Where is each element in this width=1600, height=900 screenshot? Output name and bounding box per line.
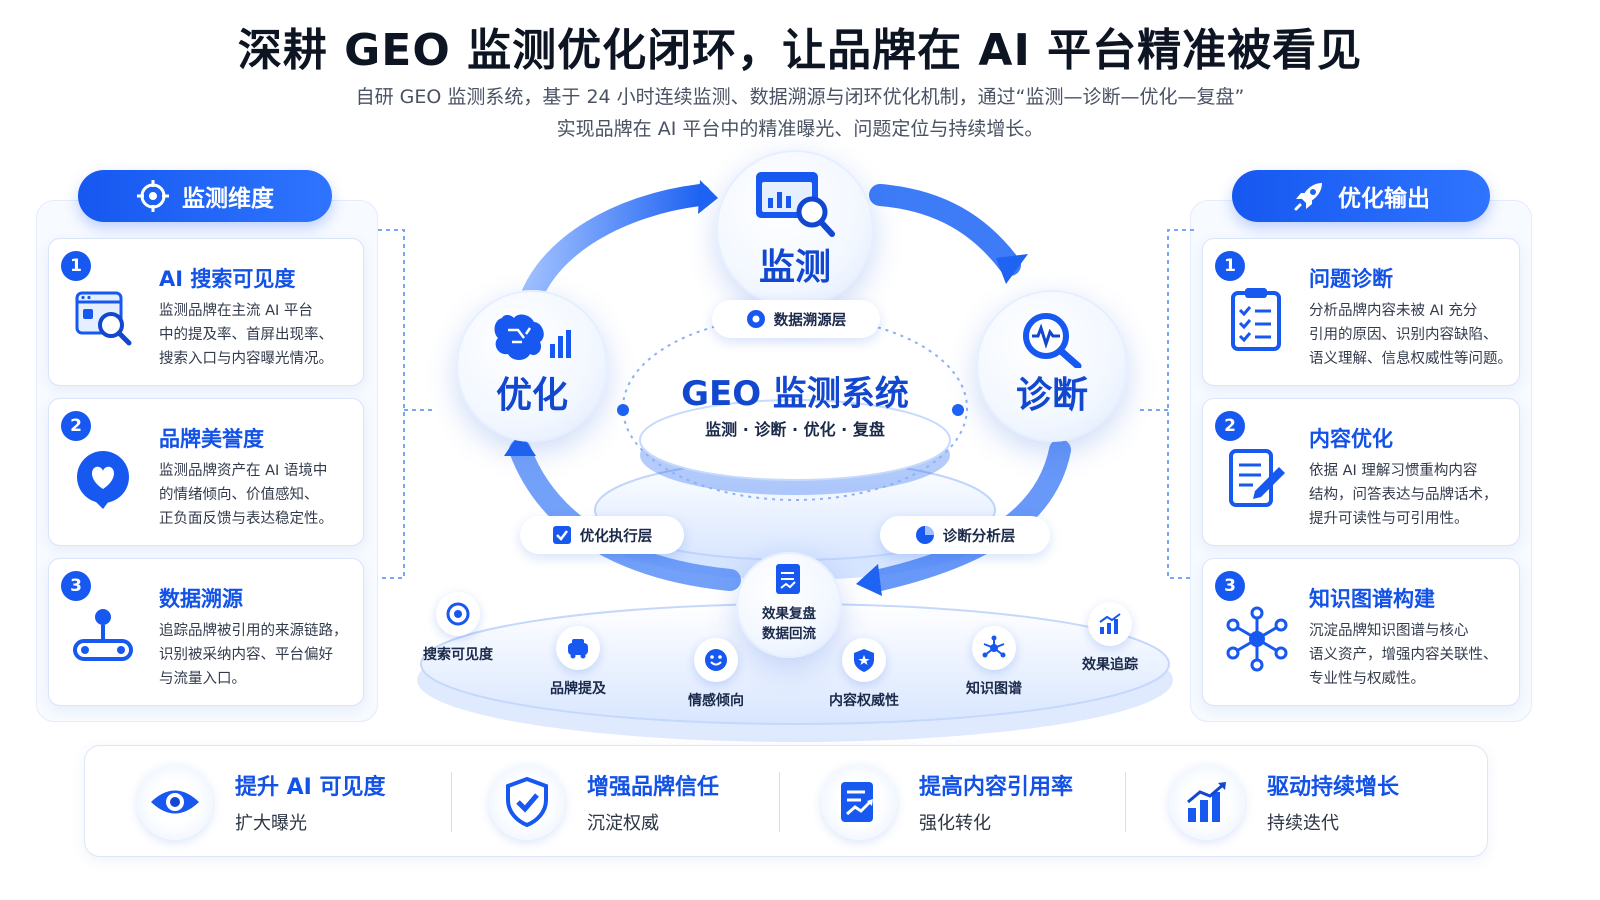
base-item-4: 内容权威性 [829, 693, 899, 709]
base-item-1: 搜索可见度 [423, 647, 493, 663]
heart-bubble-icon [69, 445, 137, 513]
left-panel-heading: 监测维度 [182, 186, 274, 212]
benefit-2: 增强品牌信任 沉淀权威 [489, 746, 719, 858]
monitor-node-label: 监测 [758, 247, 831, 288]
execute-layer-pill: 优化执行层 [520, 516, 684, 554]
benefit-2-title: 增强品牌信任 [587, 775, 720, 800]
network-graph-icon [1223, 605, 1291, 673]
left-card-3-number: 3 [61, 571, 91, 601]
checkbox-icon [552, 526, 571, 544]
divider [779, 772, 780, 832]
effect-tracking-icon [1088, 602, 1132, 646]
sentiment-icon [694, 638, 738, 682]
system-title: GEO 监测系统 [681, 374, 909, 414]
shield-check-icon [489, 764, 565, 840]
analyze-layer-pill: 诊断分析层 [880, 516, 1050, 554]
right-card-1-number: 1 [1215, 251, 1245, 281]
authority-shield-icon [842, 638, 886, 682]
left-card-2: 2 品牌美誉度 监测品牌资产在 AI 语境中的情绪倾向、价值感知、正负面反馈与表… [48, 398, 364, 546]
right-card-1-desc: 分析品牌内容未被 AI 充分引用的原因、识别内容缺陷、语义理解、信息权威性等问题… [1309, 303, 1512, 367]
divider [451, 772, 452, 832]
review-line-2: 数据回流 [762, 626, 816, 642]
brand-mention-icon [556, 626, 600, 670]
left-card-2-desc: 监测品牌资产在 AI 语境中的情绪倾向、价值感知、正负面反馈与表达稳定性。 [159, 463, 333, 527]
optimize-node: 优化 [456, 290, 608, 442]
knowledge-graph-icon [972, 626, 1016, 670]
left-card-2-number: 2 [61, 411, 91, 441]
right-card-2-title: 内容优化 [1309, 427, 1393, 451]
benefit-1: 提升 AI 可见度 扩大曝光 [137, 746, 386, 858]
execute-layer-label: 优化执行层 [579, 528, 653, 545]
right-connector [1138, 229, 1194, 579]
monitor-dimension-pill: 监测维度 [78, 170, 332, 222]
analyze-layer-label: 诊断分析层 [942, 528, 1016, 545]
left-card-3-desc: 追踪品牌被引用的来源链路，识别被采纳内容、平台偏好与流量入口。 [159, 623, 348, 687]
eye-icon [137, 764, 213, 840]
benefit-4: 驱动持续增长 持续迭代 [1169, 746, 1399, 858]
diagnose-search-wave-icon [1023, 313, 1082, 368]
base-item-6: 效果追踪 [1082, 657, 1138, 673]
system-subtitle: 监测 · 诊断 · 优化 · 复盘 [705, 420, 885, 439]
right-panel-heading: 优化输出 [1338, 186, 1430, 212]
target-icon [137, 180, 169, 212]
diagnose-node-label: 诊断 [1015, 375, 1088, 416]
left-card-1: 1 AI 搜索可见度 监测品牌在主流 AI 平台中的提及率、首屏出现率、搜索入口… [48, 238, 364, 386]
rocket-icon [1294, 183, 1322, 211]
benefit-1-title: 提升 AI 可见度 [235, 775, 386, 800]
right-card-1: 1 问题诊断 分析品牌内容未被 AI 充分引用的原因、识别内容缺陷、语义理解、信… [1202, 238, 1520, 386]
base-item-3: 情感倾向 [688, 693, 744, 709]
benefit-bar: 提升 AI 可见度 扩大曝光 增强品牌信任 沉淀权威 提高内容引用率 强化转化 … [84, 745, 1488, 857]
trace-layer-label: 数据溯源层 [773, 312, 847, 329]
left-card-3-title: 数据溯源 [159, 587, 243, 611]
optimize-output-pill: 优化输出 [1232, 170, 1490, 222]
right-card-3-title: 知识图谱构建 [1309, 587, 1435, 611]
source-link-icon [69, 605, 137, 673]
left-card-1-number: 1 [61, 251, 91, 281]
base-item-2: 品牌提及 [550, 681, 606, 697]
review-node: 效果复盘 数据回流 [736, 552, 842, 658]
review-line-1: 效果复盘 [762, 606, 816, 622]
clipboard-checklist-icon [1223, 285, 1291, 353]
right-card-3: 3 知识图谱构建 沉淀品牌知识图谱与核心语义资产，增强内容关联性、专业性与权威性… [1202, 558, 1520, 706]
chip-icon [746, 310, 765, 328]
right-card-2-desc: 依据 AI 理解习惯重构内容结构，问答表达与品牌话术，提升可读性与可引用性。 [1309, 463, 1498, 527]
benefit-4-sub: 持续迭代 [1267, 813, 1339, 834]
search-browser-icon [71, 285, 139, 353]
benefit-4-title: 驱动持续增长 [1267, 775, 1400, 800]
right-card-2-number: 2 [1215, 411, 1245, 441]
page-title: 深耕 GEO 监测优化闭环，让品牌在 AI 平台精准被看见 [237, 25, 1363, 76]
left-connector [378, 229, 434, 579]
diagnose-node: 诊断 [976, 290, 1128, 442]
left-card-3: 3 数据溯源 追踪品牌被引用的来源链路，识别被采纳内容、平台偏好与流量入口。 [48, 558, 364, 706]
benefit-3-title: 提高内容引用率 [919, 775, 1074, 800]
monitor-chart-search-icon [756, 172, 835, 237]
benefit-3-sub: 强化转化 [919, 813, 991, 834]
brain-chart-icon [494, 314, 571, 360]
monitor-node: 监测 [716, 150, 874, 308]
right-card-3-number: 3 [1215, 571, 1245, 601]
trace-layer-pill: 数据溯源层 [712, 300, 880, 338]
right-card-1-title: 问题诊断 [1309, 267, 1393, 291]
benefit-2-sub: 沉淀权威 [587, 813, 659, 834]
left-card-1-desc: 监测品牌在主流 AI 平台中的提及率、首屏出现率、搜索入口与内容曝光情况。 [159, 303, 333, 367]
right-card-2: 2 内容优化 依据 AI 理解习惯重构内容结构，问答表达与品牌话术，提升可读性与… [1202, 398, 1520, 546]
divider [1125, 772, 1126, 832]
document-edit-icon [1223, 445, 1291, 513]
subtitle-line-2: 实现品牌在 AI 平台中的精准曝光、问题定位与持续增长。 [556, 118, 1044, 140]
right-card-3-desc: 沉淀品牌知识图谱与核心语义资产，增强内容关联性、专业性与权威性。 [1309, 623, 1498, 687]
doc-chart-icon [821, 764, 897, 840]
benefit-3: 提高内容引用率 强化转化 [821, 746, 1073, 858]
subtitle-line-1: 自研 GEO 监测系统，基于 24 小时连续监测、数据溯源与闭环优化机制，通过“… [355, 86, 1245, 108]
base-item-5: 知识图谱 [966, 681, 1022, 697]
review-doc-icon [776, 564, 800, 594]
optimize-node-label: 优化 [495, 375, 568, 416]
benefit-1-sub: 扩大曝光 [235, 813, 307, 834]
search-visibility-icon [436, 592, 480, 636]
left-card-2-title: 品牌美誉度 [159, 427, 264, 451]
pie-chart-icon [915, 526, 934, 544]
growth-bars-icon [1169, 764, 1245, 840]
left-card-1-title: AI 搜索可见度 [159, 267, 296, 291]
